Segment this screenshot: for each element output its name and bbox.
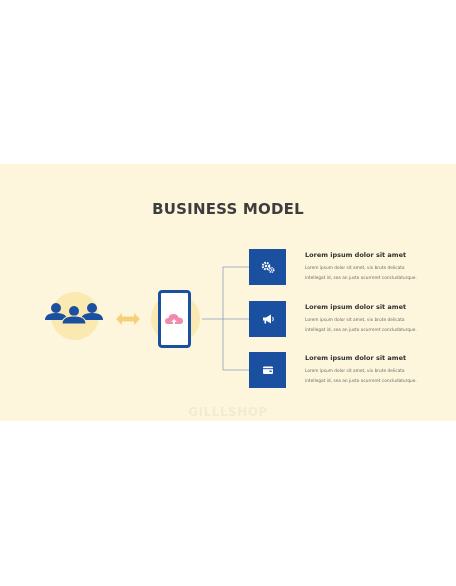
item-1-description-line-2: intellegat id, sea an justo ocurreret co… xyxy=(305,276,417,281)
item-3-icon-box xyxy=(249,352,286,388)
item-2-title: Lorem ipsum dolor sit amet xyxy=(305,303,407,311)
cloud-upload-icon xyxy=(165,314,183,325)
item-3-description: Lorem ipsum dolor sit amet, vix brute de… xyxy=(305,367,430,387)
item-2-description-line-2: intellegat id, sea an justo ocurreret co… xyxy=(305,328,417,333)
item-1-description: Lorem ipsum dolor sit amet, vix brute de… xyxy=(305,264,430,284)
megaphone-icon xyxy=(262,314,274,324)
item-1-description-line-1: Lorem ipsum dolor sit amet, vix brute de… xyxy=(305,266,405,271)
item-2-icon-box xyxy=(249,301,286,337)
item-2-description: Lorem ipsum dolor sit amet, vix brute de… xyxy=(305,316,430,336)
users-group-icon xyxy=(45,303,103,325)
item-1-icon-box xyxy=(249,249,286,285)
item-3-description-line-1: Lorem ipsum dolor sit amet, vix brute de… xyxy=(305,369,405,374)
item-3-title: Lorem ipsum dolor sit amet xyxy=(305,354,407,362)
double-arrow-icon xyxy=(116,313,140,325)
item-1-title: Lorem ipsum dolor sit amet xyxy=(305,251,407,259)
smartphone-cloud-upload-icon xyxy=(158,290,191,348)
business-model-slide: BUSINESS MODEL xyxy=(0,164,456,421)
watermark: GILLLSHOP xyxy=(188,405,268,419)
slide-title: BUSINESS MODEL xyxy=(152,200,304,218)
gears-icon xyxy=(261,261,275,274)
item-3-description-line-2: intellegat id, sea an justo ocurreret co… xyxy=(305,379,417,384)
item-2-description-line-1: Lorem ipsum dolor sit amet, vix brute de… xyxy=(305,318,405,323)
wallet-icon xyxy=(262,366,273,374)
